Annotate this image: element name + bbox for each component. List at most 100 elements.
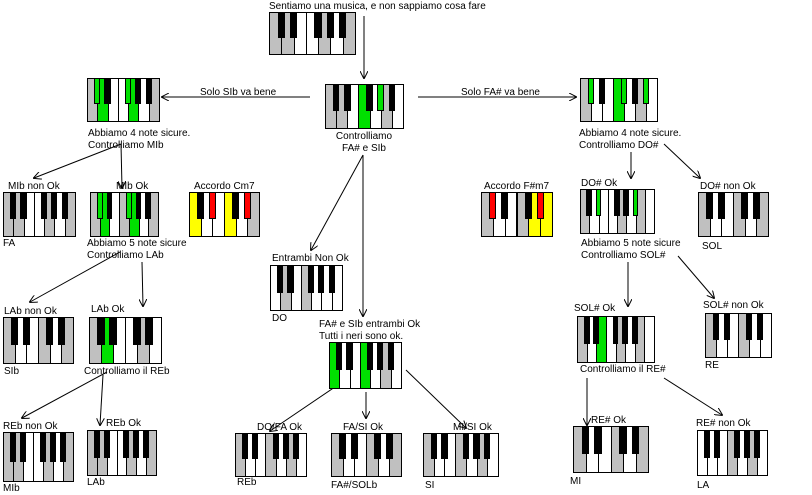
keyboard-dofa-ok <box>235 433 307 477</box>
black-key <box>620 78 628 105</box>
black-key <box>586 189 593 216</box>
mib-label: MIb <box>3 483 20 494</box>
black-key <box>308 265 315 293</box>
black-key <box>143 430 150 458</box>
keyboard-sols-ok <box>577 316 655 363</box>
black-key <box>388 84 396 111</box>
black-key <box>594 426 602 455</box>
mib-ok-label: MIb Ok <box>116 181 149 192</box>
black-key <box>133 317 141 346</box>
black-key <box>587 78 595 105</box>
flow-arrow <box>663 377 722 415</box>
black-key <box>744 430 750 458</box>
black-key <box>343 84 351 111</box>
black-key <box>94 78 101 105</box>
sib-label: SIb <box>4 366 20 377</box>
center-check-line2: FA# e SIb <box>342 143 386 154</box>
re-label: RE <box>705 360 719 371</box>
black-key <box>135 78 142 105</box>
keyboard-lab-no <box>3 317 74 364</box>
keyboard-center <box>325 84 404 129</box>
do-label: DO <box>272 313 287 324</box>
black-key <box>346 342 353 371</box>
black-key <box>367 342 374 371</box>
white-key <box>644 316 655 363</box>
black-key <box>106 192 113 219</box>
black-key <box>232 192 240 219</box>
black-key <box>631 426 640 455</box>
black-key <box>61 192 68 219</box>
black-key <box>51 192 58 219</box>
black-key <box>125 78 132 105</box>
keyboard-root <box>269 12 356 55</box>
keyboard-reb-no <box>3 432 74 482</box>
dofa-ok-label: DO/FA Ok <box>257 422 303 433</box>
fasm7-label: Accordo F#m7 <box>484 181 550 192</box>
black-key <box>135 192 142 219</box>
both-ok-line2: Tutti i neri sono ok. <box>319 331 404 342</box>
fasi-ok-label: FA/SI Ok <box>343 422 384 433</box>
black-key <box>598 78 606 105</box>
solo-fas-label: Solo FA# va bene <box>461 87 540 98</box>
black-key <box>109 317 117 346</box>
fa-label: FA <box>3 238 16 249</box>
black-key <box>314 12 322 38</box>
flow-arrow <box>30 251 121 302</box>
check-reb-label: Controlliamo il REb <box>84 366 170 377</box>
black-key <box>631 316 638 345</box>
keyboard-res-no <box>697 430 768 476</box>
black-key <box>339 433 347 460</box>
dos-no-label: DO# non Ok <box>700 181 756 192</box>
keyboard-sols-no <box>705 313 772 358</box>
black-key <box>430 433 437 460</box>
fassolb-label: FA#/SOLb <box>331 480 378 491</box>
black-key <box>208 192 216 219</box>
black-key <box>145 317 153 346</box>
left-5-line1: Abbiamo 5 note sicure <box>87 238 187 249</box>
black-key <box>723 313 731 340</box>
black-key <box>717 192 725 219</box>
left-5-line2: Controlliamo LAb <box>87 250 164 261</box>
black-key <box>385 433 393 460</box>
black-key <box>350 433 358 460</box>
black-key <box>123 430 130 458</box>
mi-label: MI <box>570 476 582 487</box>
black-key <box>581 426 590 455</box>
black-key <box>745 313 753 340</box>
keyboard-dos-no <box>698 192 769 237</box>
keyboard-cm7 <box>189 192 260 237</box>
sols-no-label: SOL# non Ok <box>703 300 764 311</box>
black-key <box>752 192 760 219</box>
black-key <box>642 78 650 105</box>
black-key <box>282 433 289 460</box>
right-4-line1: Abbiamo 4 note sicure. <box>579 128 682 139</box>
black-key <box>593 316 600 345</box>
check-res-label: Controlliamo il RE# <box>580 364 666 375</box>
black-key <box>756 313 764 340</box>
flow-arrow <box>121 143 122 188</box>
black-key <box>366 84 373 111</box>
black-key <box>50 432 56 462</box>
black-key <box>441 433 448 460</box>
flow-arrow <box>142 261 143 306</box>
keyboard-lab-ok <box>89 317 162 364</box>
flow-arrow <box>405 369 466 428</box>
black-key <box>501 192 509 219</box>
black-key <box>103 430 110 458</box>
black-key <box>332 84 340 111</box>
black-key <box>104 78 111 105</box>
black-key <box>623 189 630 216</box>
black-key <box>754 430 760 458</box>
res-no-label: RE# non Ok <box>696 418 751 429</box>
black-key <box>462 433 470 460</box>
keyboard-fasi-ok <box>331 433 402 477</box>
black-key <box>242 433 249 460</box>
left-4-line1: Abbiamo 4 note sicure. <box>88 128 191 139</box>
black-key <box>20 192 27 219</box>
black-key <box>145 192 152 219</box>
keyboard-reb-ok <box>87 430 157 476</box>
la-label: LA <box>697 480 710 491</box>
black-key <box>632 189 639 216</box>
misi-ok-label: MI/SI Ok <box>453 422 492 433</box>
right-4-line2: Controlliamo DO# <box>579 140 659 151</box>
